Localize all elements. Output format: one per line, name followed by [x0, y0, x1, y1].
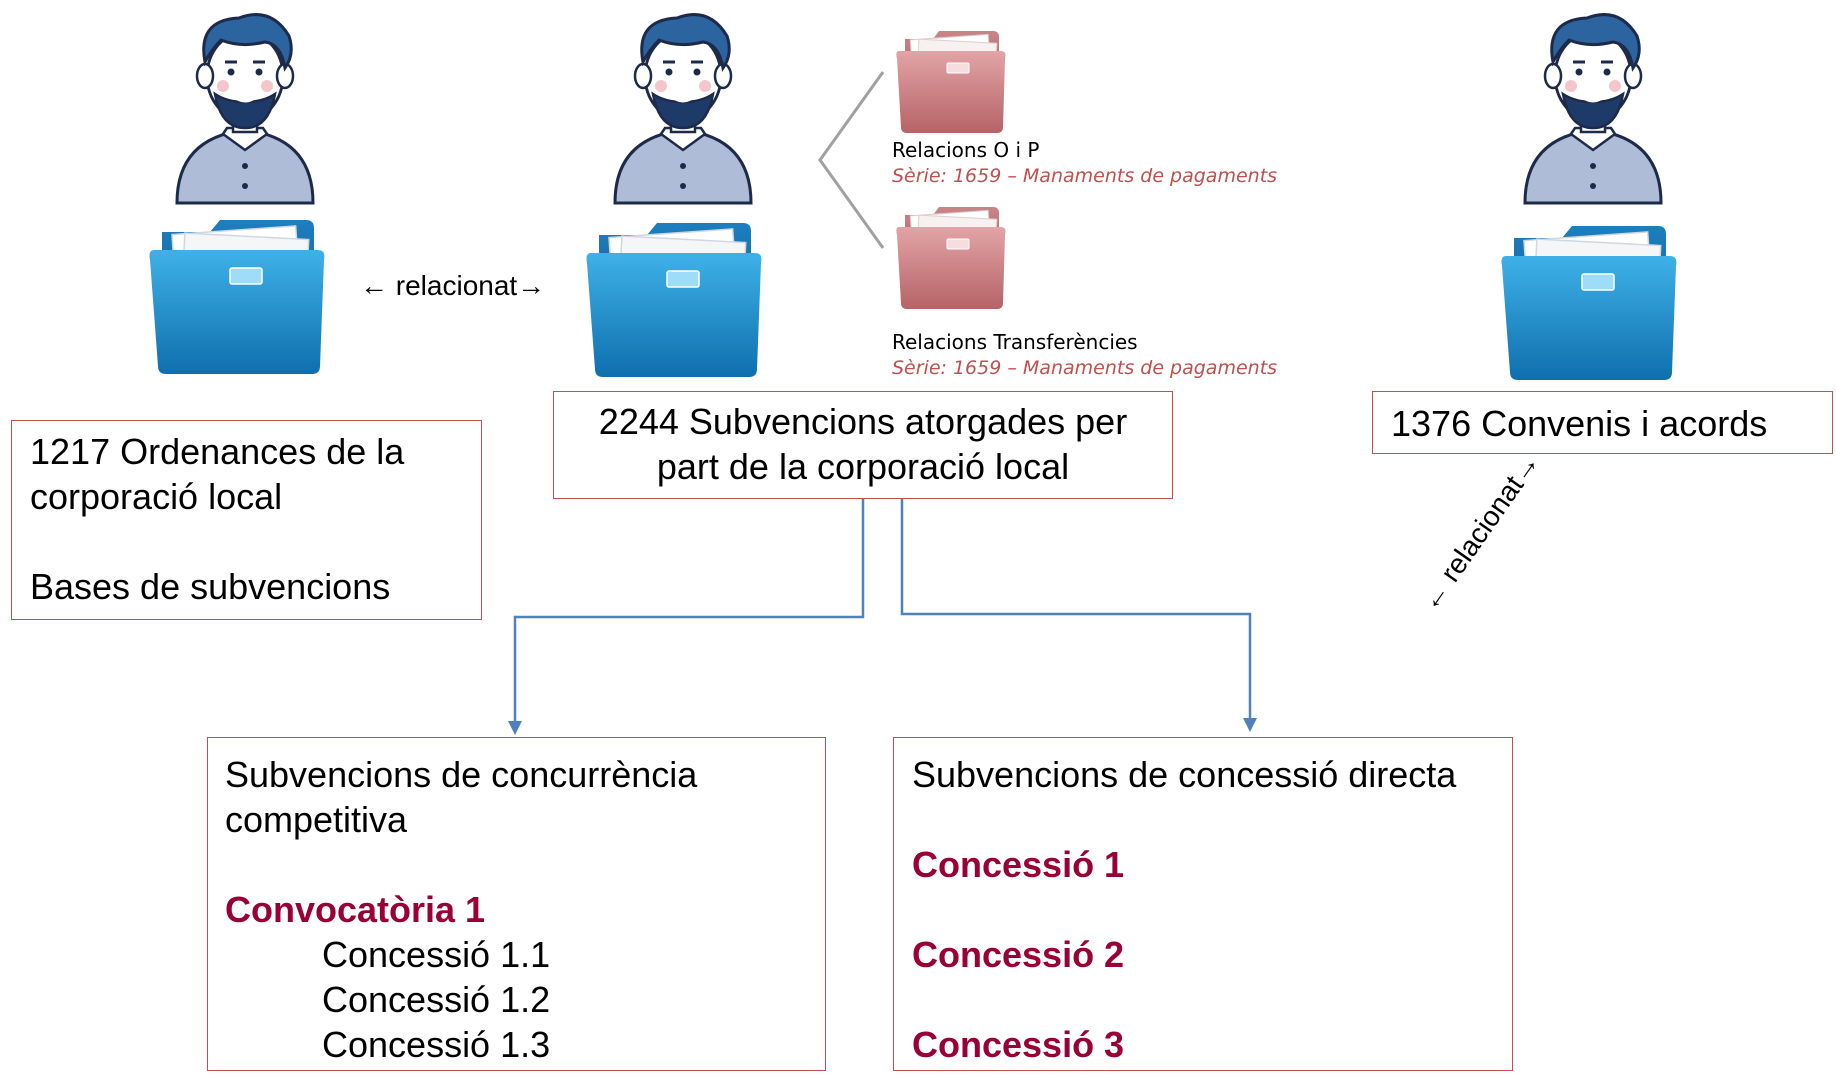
node-ordenances: 1217 Ordenances de la corporació local B… [11, 420, 482, 620]
node-line: competitiva [225, 799, 408, 840]
node-concurrencia: Subvencions de concurrència competitiva … [207, 737, 826, 1071]
relation-label-left: ← relacionat→ [360, 270, 546, 301]
node-concessio-directa: Subvencions de concessió directa Concess… [893, 737, 1513, 1071]
concessio-item: Concessió 2 [912, 934, 1125, 975]
node-line: Bases de subvencions [30, 566, 391, 607]
node-line: part de la corporació local [656, 446, 1070, 487]
node-line: Subvencions de concurrència [225, 754, 698, 795]
node-line: Subvencions de concessió directa [912, 754, 1457, 795]
arrow-down-icon [1243, 718, 1257, 732]
concessio-item: Concessió 1.3 [322, 1024, 551, 1065]
folder-icon [1500, 225, 1678, 381]
concessio-item: Concessió 1.1 [322, 934, 551, 975]
concessio-item: Concessió 3 [912, 1024, 1125, 1065]
person-icon [175, 13, 315, 205]
person-icon [613, 13, 753, 205]
node-convenis: 1376 Convenis i acords [1372, 391, 1833, 454]
concessio-item: Concessió 1 [912, 844, 1125, 885]
folder-icon [585, 222, 763, 378]
pink-folder-icon [895, 30, 1006, 134]
node-line: corporació local [30, 476, 283, 517]
grey-connector [818, 71, 885, 249]
node-line: 1376 Convenis i acords [1391, 403, 1768, 444]
connector-line-right [900, 499, 1252, 720]
node-line: 2244 Subvencions atorgades per [598, 401, 1128, 442]
related-folder-title: Relacions Transferències [892, 330, 1138, 354]
related-folder-2: Relacions Transferències Sèrie: 1659 – M… [892, 330, 1277, 379]
related-folder-1: Relacions O i P Sèrie: 1659 – Manaments … [892, 138, 1277, 187]
related-folder-serie: Sèrie: 1659 – Manaments de pagaments [892, 357, 1278, 379]
person-icon [1523, 13, 1663, 205]
related-folder-title: Relacions O i P [892, 138, 1040, 162]
concessio-item: Concessió 1.2 [322, 979, 551, 1020]
related-folder-serie: Sèrie: 1659 – Manaments de pagaments [892, 165, 1278, 187]
folder-icon [148, 219, 326, 375]
node-line: 1217 Ordenances de la [30, 431, 405, 472]
arrow-down-icon [508, 721, 522, 735]
node-subvencions: 2244 Subvencions atorgades per part de l… [553, 391, 1173, 499]
connector-line-left [513, 499, 865, 723]
pink-folder-icon [895, 206, 1006, 310]
convocatoria-title: Convocatòria 1 [225, 889, 486, 930]
